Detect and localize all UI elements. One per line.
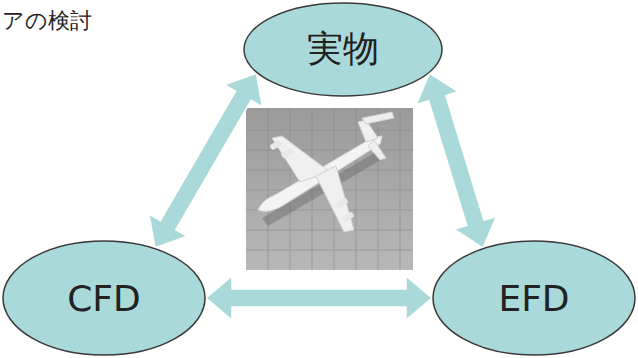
double-block-arrow — [416, 73, 496, 248]
double-block-arrow — [149, 73, 262, 248]
node-label: 実物 — [307, 25, 379, 74]
node-label: EFD — [498, 278, 569, 319]
double-block-arrow — [206, 276, 432, 320]
ellipse-node: EFD — [432, 240, 636, 356]
node-label: CFD — [67, 278, 141, 319]
note-text: アの検討 — [2, 6, 92, 36]
ellipse-node: CFD — [2, 240, 206, 356]
ellipse-node: 実物 — [243, 2, 443, 97]
